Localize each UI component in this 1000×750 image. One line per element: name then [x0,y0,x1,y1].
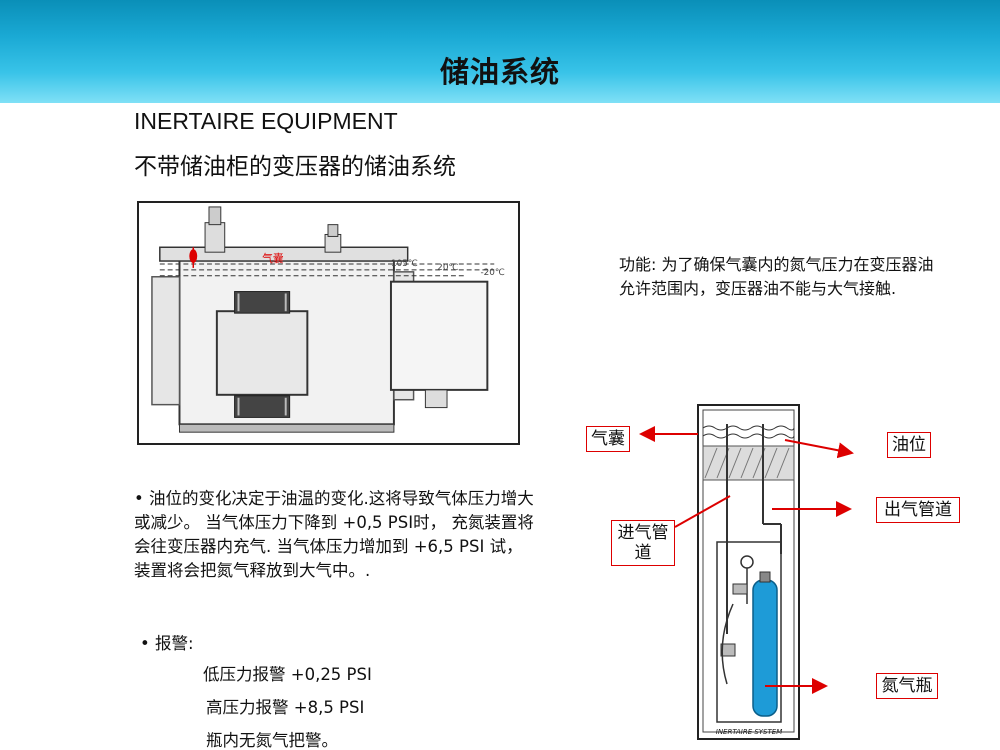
system-caption: INERTAIRE SYSTEM [716,728,783,736]
oil-level-bullet: • 油位的变化决定于油温的变化.这将导致气体压力增大或减少。 当气体压力下降到 … [134,489,534,580]
subtitle-english: INERTAIRE EQUIPMENT [134,108,398,134]
temp-105-label: 105℃ [391,259,418,269]
low-pressure-alarm: 低压力报警 +0,25 PSI [203,665,372,684]
callout-bag: 气囊 [586,426,630,452]
callout-inlet-pipe: 进气管道 [611,520,675,566]
inertaire-drawing: INERTAIRE SYSTEM [697,404,800,740]
empty-bottle-alarm: 瓶内无氮气把警。 [206,731,338,750]
inertaire-system-figure: INERTAIRE SYSTEM [697,404,800,740]
transformer-figure: 气囊 105℃ 20℃ -20℃ [137,201,520,445]
subtitle-chinese: 不带储油柜的变压器的储油系统 [134,154,456,180]
page-title: 储油系统 [439,55,560,89]
title-banner: 储油系统 [0,0,1000,103]
callout-nitrogen-bottle: 氮气瓶 [876,673,938,699]
temp-minus20-label: -20℃ [480,268,504,278]
alarm-heading: • 报警: [140,634,194,653]
temp-20-label: 20℃ [437,263,458,273]
callout-oil-level: 油位 [887,432,931,458]
function-description: 功能: 为了确保气囊内的氮气压力在变压器油允许范围内，变压器油不能与大气接触. [619,255,934,298]
transformer-drawing: 气囊 105℃ 20℃ -20℃ [151,206,505,433]
callout-outlet-pipe: 出气管道 [876,497,960,523]
high-pressure-alarm: 高压力报警 +8,5 PSI [206,698,365,717]
bag-label: 气囊 [262,251,284,265]
